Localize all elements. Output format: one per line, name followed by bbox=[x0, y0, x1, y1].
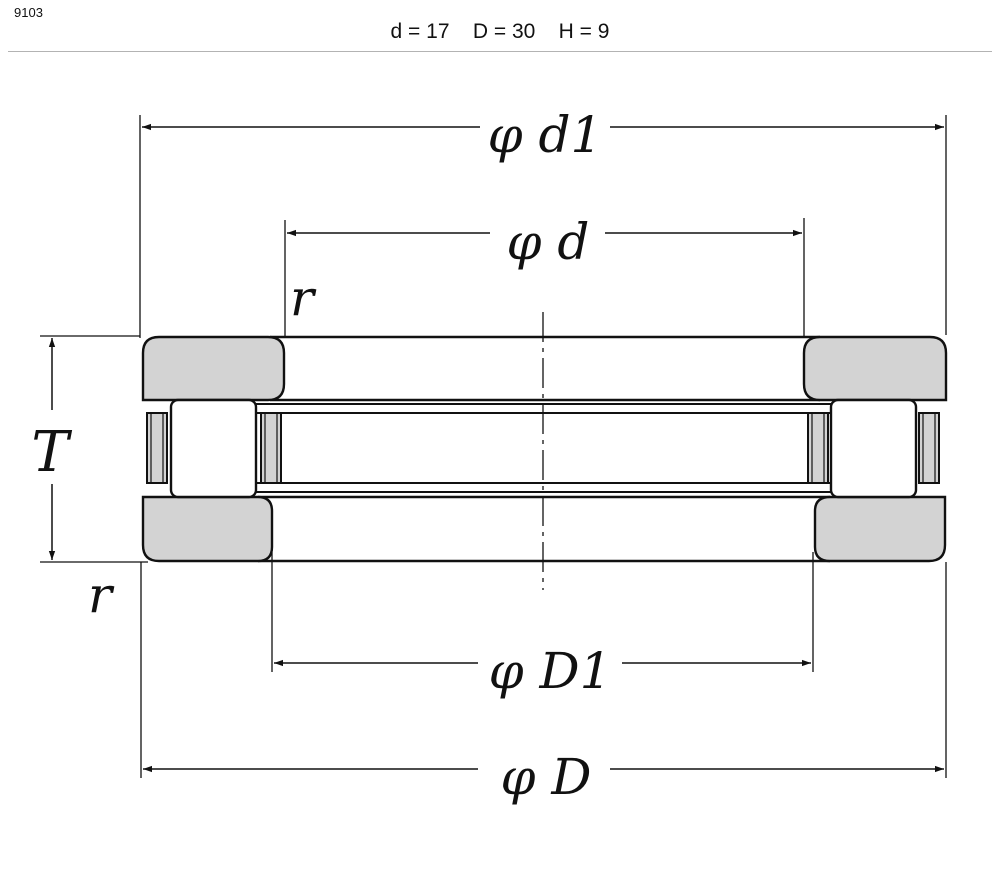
upper-washer-right-section bbox=[802, 335, 948, 402]
label-D: φ D bbox=[501, 748, 592, 806]
cage-tabs bbox=[146, 412, 940, 484]
roller-right bbox=[829, 398, 918, 499]
lower-washer bbox=[141, 495, 947, 563]
label-D1: φ D1 bbox=[489, 642, 612, 700]
label-r-bottom: r bbox=[88, 566, 115, 624]
label-r-top: r bbox=[290, 269, 317, 327]
label-d1: φ d1 bbox=[488, 106, 603, 164]
rollers bbox=[169, 398, 918, 499]
dimension-lines bbox=[48, 123, 944, 773]
lower-washer-right-section bbox=[813, 495, 947, 563]
label-T: T bbox=[31, 420, 72, 485]
lower-washer-left-section bbox=[141, 495, 274, 563]
extension-lines bbox=[40, 115, 947, 778]
dimension-summary: d = 17 D = 30 H = 9 bbox=[390, 20, 610, 43]
header-divider bbox=[8, 51, 992, 52]
cage bbox=[256, 403, 832, 493]
upper-washer-left-section bbox=[141, 335, 286, 402]
roller-left bbox=[169, 398, 258, 499]
upper-washer bbox=[141, 335, 948, 402]
part-number: 9103 bbox=[14, 5, 43, 20]
label-d: φ d bbox=[507, 213, 590, 271]
